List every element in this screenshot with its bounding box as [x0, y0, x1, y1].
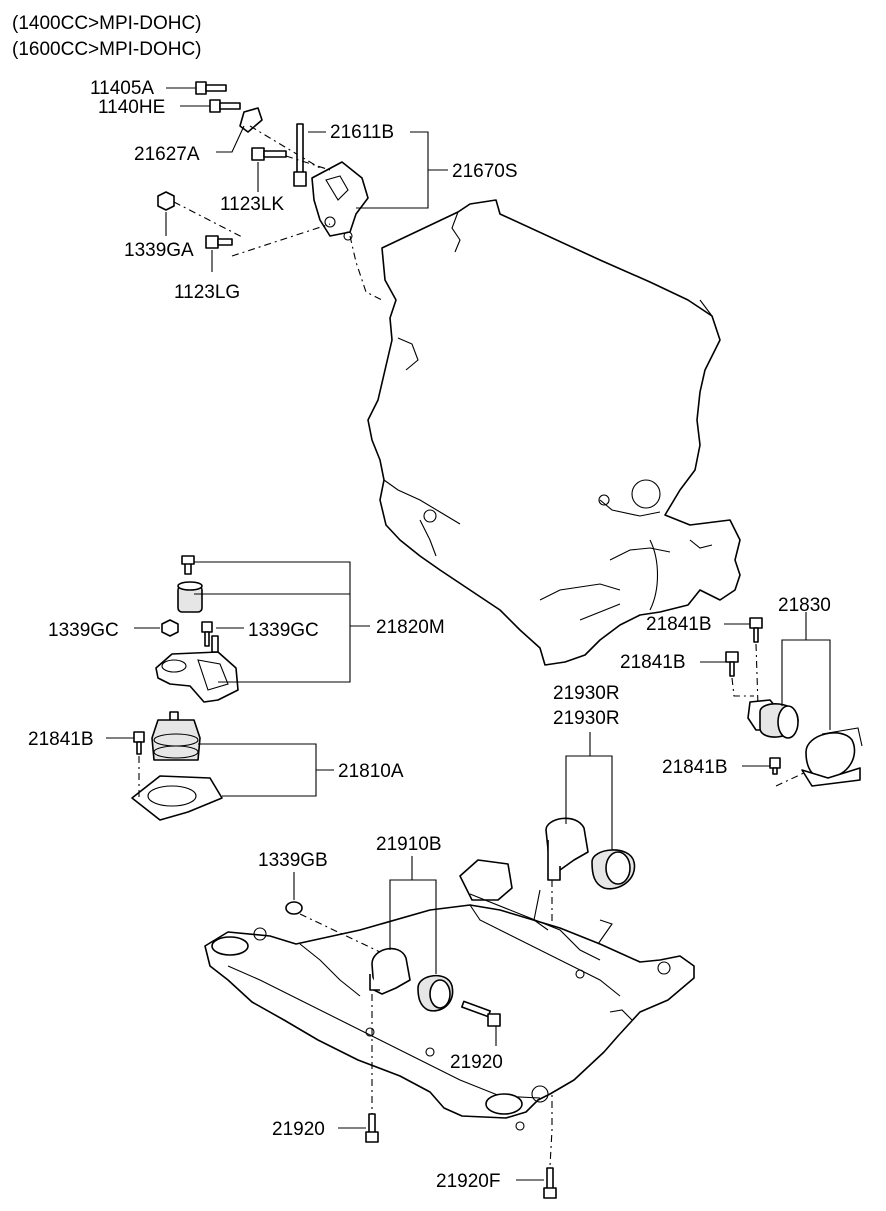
stud-21611b — [293, 123, 307, 187]
subframe-crossmember — [204, 859, 695, 1131]
label-21841b-r2: 21841B — [620, 652, 686, 673]
label-21841b-r1: 21841B — [646, 614, 712, 635]
label-21611b: 21611B — [330, 122, 394, 143]
bolt-21920-mid — [461, 1000, 501, 1046]
mount-assembly-21820m — [155, 555, 239, 703]
leader-lines-top — [165, 87, 448, 272]
label-21930r-1: 21930R — [553, 683, 620, 704]
bolt-21841b-r1 — [749, 617, 763, 707]
label-1339gb: 1339GB — [258, 850, 328, 871]
label-1123lg: 1123LG — [174, 282, 240, 303]
label-21841b-r3: 21841B — [662, 757, 728, 778]
leader-lines-mid — [106, 561, 370, 797]
label-21841b-mid: 21841B — [28, 729, 94, 750]
bolt-1123lg — [205, 223, 331, 257]
label-21810a: 21810A — [338, 761, 404, 782]
bolt-1123lk — [251, 147, 331, 171]
header-line-1: (1400CC>MPI-DOHC) — [12, 13, 202, 34]
label-1339gc-left: 1339GC — [48, 620, 119, 641]
bolt-21920f — [516, 1167, 557, 1199]
bolt-21841b-r3 — [769, 757, 807, 787]
mount-21910b — [369, 856, 454, 1120]
engine-mount-bracket-21670s — [239, 107, 383, 301]
bolt-21920-left — [338, 1113, 379, 1143]
label-1140he: 1140HE — [98, 97, 165, 118]
bolt-21841b-mid — [133, 731, 145, 800]
label-21920f: 21920F — [436, 1171, 500, 1192]
engine-block — [367, 199, 741, 666]
mount-assembly-21830 — [747, 699, 863, 787]
label-21820m: 21820M — [376, 617, 445, 638]
nut-1339gc-left — [161, 619, 179, 637]
label-11405a: 11405A — [90, 78, 154, 99]
mount-21930r — [545, 732, 636, 1167]
label-21920-mid: 21920 — [450, 1052, 503, 1073]
nut-1339ga — [157, 191, 245, 239]
header-line-2: (1600CC>MPI-DOHC) — [12, 39, 202, 60]
label-1339gc-right: 1339GC — [248, 620, 319, 641]
mount-insulator-21810a — [131, 711, 223, 821]
leader-lines-right — [700, 612, 831, 767]
bolt-11405a — [195, 81, 227, 95]
label-21910b: 21910B — [376, 834, 442, 855]
label-21830: 21830 — [778, 595, 831, 616]
bolt-1140he — [209, 99, 241, 113]
label-21930r-2: 21930R — [553, 708, 620, 729]
label-1339ga: 1339GA — [124, 240, 194, 261]
label-1123lk: 1123LK — [220, 194, 284, 215]
label-21627a: 21627A — [134, 144, 200, 165]
nut-1339gb — [285, 872, 381, 953]
label-21670s: 21670S — [452, 161, 518, 182]
bolt-1339gc-right — [201, 621, 213, 647]
bolt-21841b-r2 — [725, 651, 754, 697]
label-21920-left: 21920 — [272, 1119, 325, 1140]
